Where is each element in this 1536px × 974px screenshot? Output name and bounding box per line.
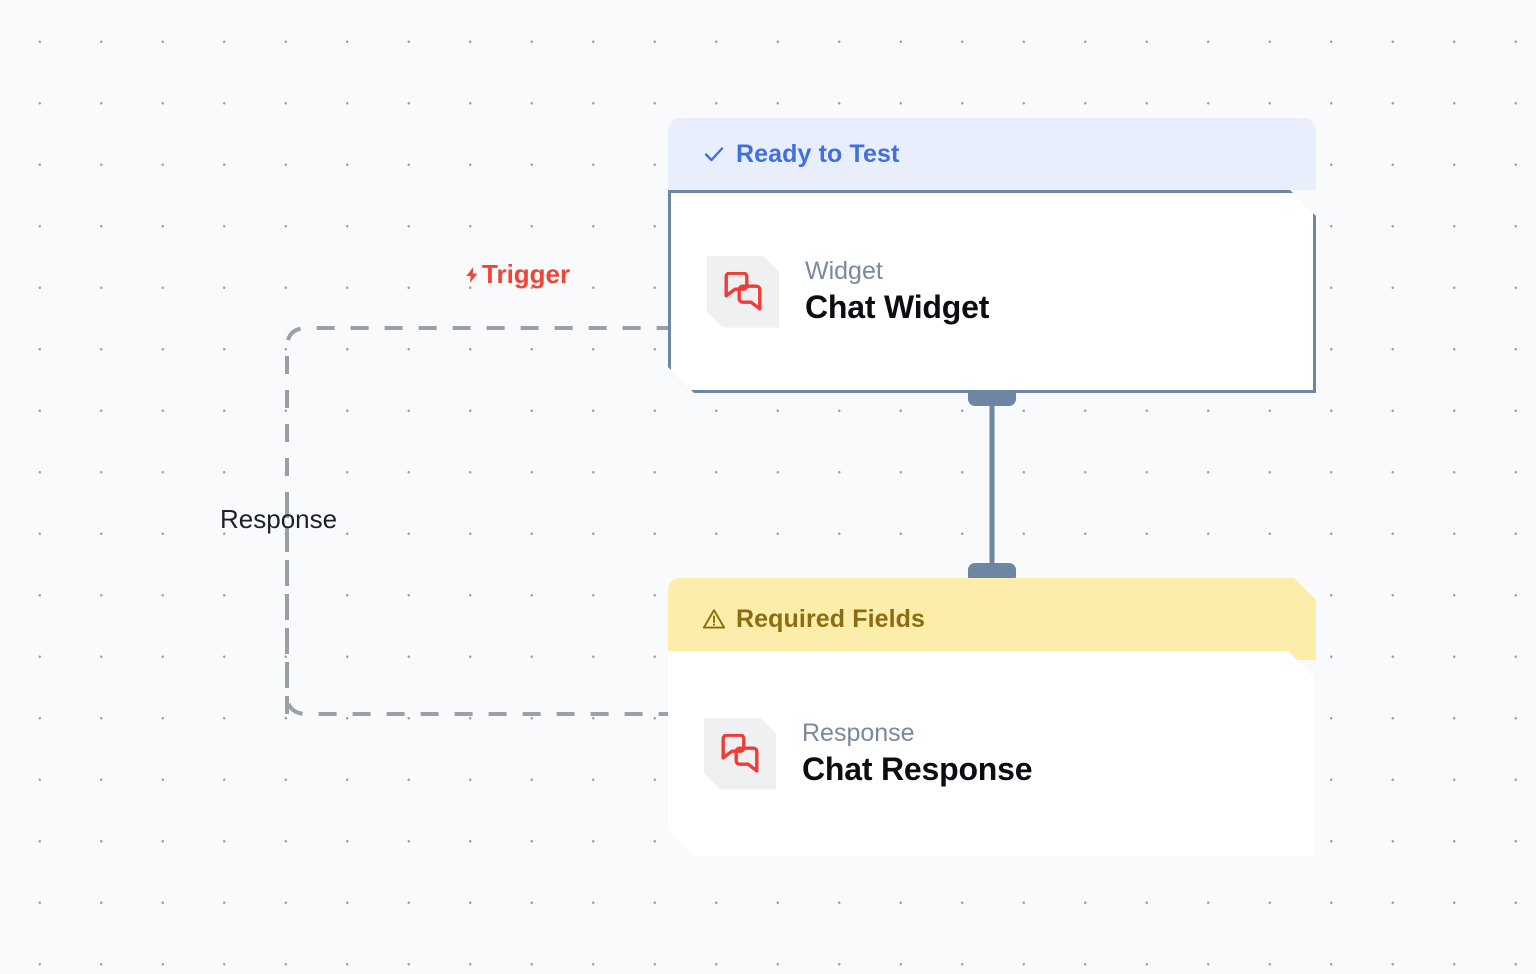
trigger-edge-label-text: Trigger <box>482 259 571 289</box>
status-badge-label: Required Fields <box>736 604 926 633</box>
status-badge-ready-to-test[interactable]: Ready to Test <box>668 118 1316 190</box>
node-kind-label: Response <box>802 718 915 747</box>
trigger-edge-path <box>285 326 668 714</box>
response-edge-label-text: Response <box>220 504 338 534</box>
node-title-label: Chat Widget <box>805 288 990 325</box>
node-text-chat-widget: Widget Chat Widget <box>805 257 989 326</box>
node-kind-label: Widget <box>805 256 883 285</box>
lightning-bolt-icon <box>463 263 481 287</box>
chat-bubbles-icon <box>707 256 779 328</box>
status-badge-label: Ready to Test <box>736 139 900 168</box>
node-card-chat-widget[interactable]: Widget Chat Widget <box>668 190 1316 393</box>
warning-triangle-icon <box>702 607 726 631</box>
node-title-label: Chat Response <box>802 750 1033 787</box>
chat-bubbles-icon <box>704 718 776 790</box>
node-chat-widget[interactable]: Ready to Test Widget Chat Widget <box>668 118 1316 393</box>
status-badge-required-fields[interactable]: Required Fields <box>668 578 1316 660</box>
check-icon <box>702 142 726 166</box>
node-text-chat-response: Response Chat Response <box>802 719 1032 788</box>
node-card-chat-response[interactable]: Response Chat Response <box>668 651 1314 856</box>
trigger-edge-label: Trigger <box>463 261 570 287</box>
response-edge-path <box>285 500 668 716</box>
node-chat-response[interactable]: Required Fields Response Chat Response <box>668 578 1316 856</box>
